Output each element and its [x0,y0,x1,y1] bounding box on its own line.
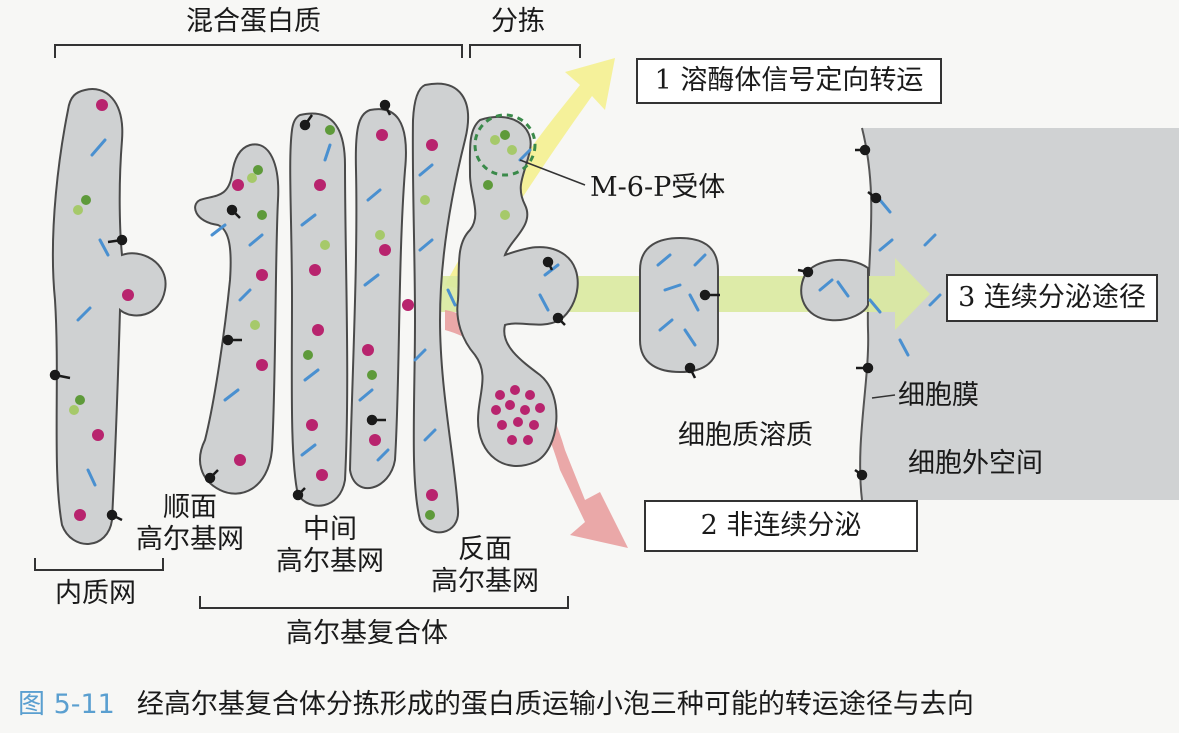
label-cis-golgi-line2: 高尔基网 [136,524,244,555]
label-er: 内质网 [55,578,136,609]
tgn-budding-region [456,115,579,467]
green-proteins [69,125,517,520]
label-mixed-proteins: 混合蛋白质 [186,6,321,37]
label-m6p-receptor: M-6-P受体 [590,172,726,203]
label-plasma-membrane: 细胞膜 [898,380,979,411]
cis-golgi-cisterna [194,143,280,495]
membrane-pointer [871,394,896,399]
diagram-canvas [34,44,1179,609]
bracket-er [34,558,164,571]
label-extracellular: 细胞外空间 [908,448,1043,479]
label-medial-golgi-line1: 中间 [303,514,357,545]
figure-caption: 图 5-11 经高尔基复合体分拣形成的蛋白质运输小泡三种可能的转运途径与去向 [18,682,974,721]
label-cis-golgi-line1: 顺面 [163,492,217,523]
membrane-proteins [49,99,882,522]
pathway-box-constitutive: 3 连续分泌途径 [946,274,1158,322]
bracket-golgi [199,596,569,609]
bracket-sorting [469,44,581,58]
label-golgi-complex: 高尔基复合体 [286,618,448,649]
label-cytosol: 细胞质溶质 [678,420,813,451]
label-trans-golgi: 反面 高尔基网 [420,534,550,598]
figure-caption-text: 经高尔基复合体分拣形成的蛋白质运输小泡三种可能的转运途径与去向 [136,689,974,720]
label-trans-golgi-line2: 高尔基网 [431,566,539,597]
medial-golgi-cisterna-2 [348,108,407,490]
medial-golgi-cisterna [289,112,349,507]
transport-vesicle [639,236,719,374]
figure-number: 图 5-11 [18,689,115,720]
label-medial-golgi-line2: 高尔基网 [276,546,384,577]
bracket-mixed-proteins [54,44,463,58]
label-trans-golgi-line1: 反面 [458,534,512,565]
label-medial-golgi: 中间 高尔基网 [265,514,395,578]
er-organelle [51,88,167,545]
label-cis-golgi: 顺面 高尔基网 [125,492,255,556]
plasma-membrane [859,127,873,501]
magenta-proteins [74,99,545,521]
clathrin-coated-vesicle [473,113,537,177]
label-sorting: 分拣 [491,6,545,37]
pathway-box-regulated: 2 非连续分泌 [644,500,918,552]
m6p-pointer [519,159,586,186]
pathway-box-lysosome: 1 溶酶体信号定向转运 [636,58,942,104]
fusing-vesicle [800,258,869,322]
